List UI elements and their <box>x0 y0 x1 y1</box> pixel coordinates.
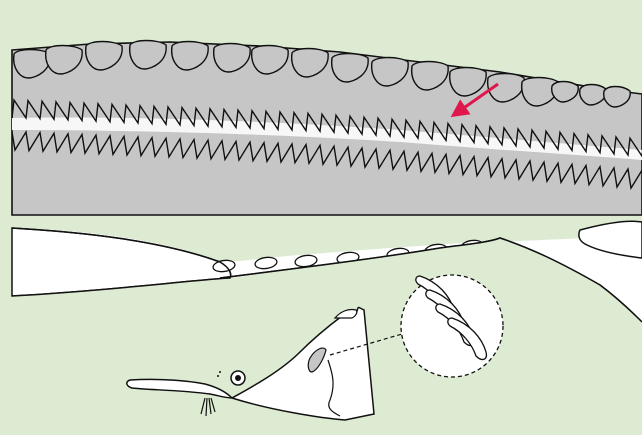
nostril-icon <box>219 371 221 373</box>
nostril-icon-2 <box>217 375 219 377</box>
pupil-icon <box>235 375 241 381</box>
gill-rakers-zoom <box>401 275 503 377</box>
